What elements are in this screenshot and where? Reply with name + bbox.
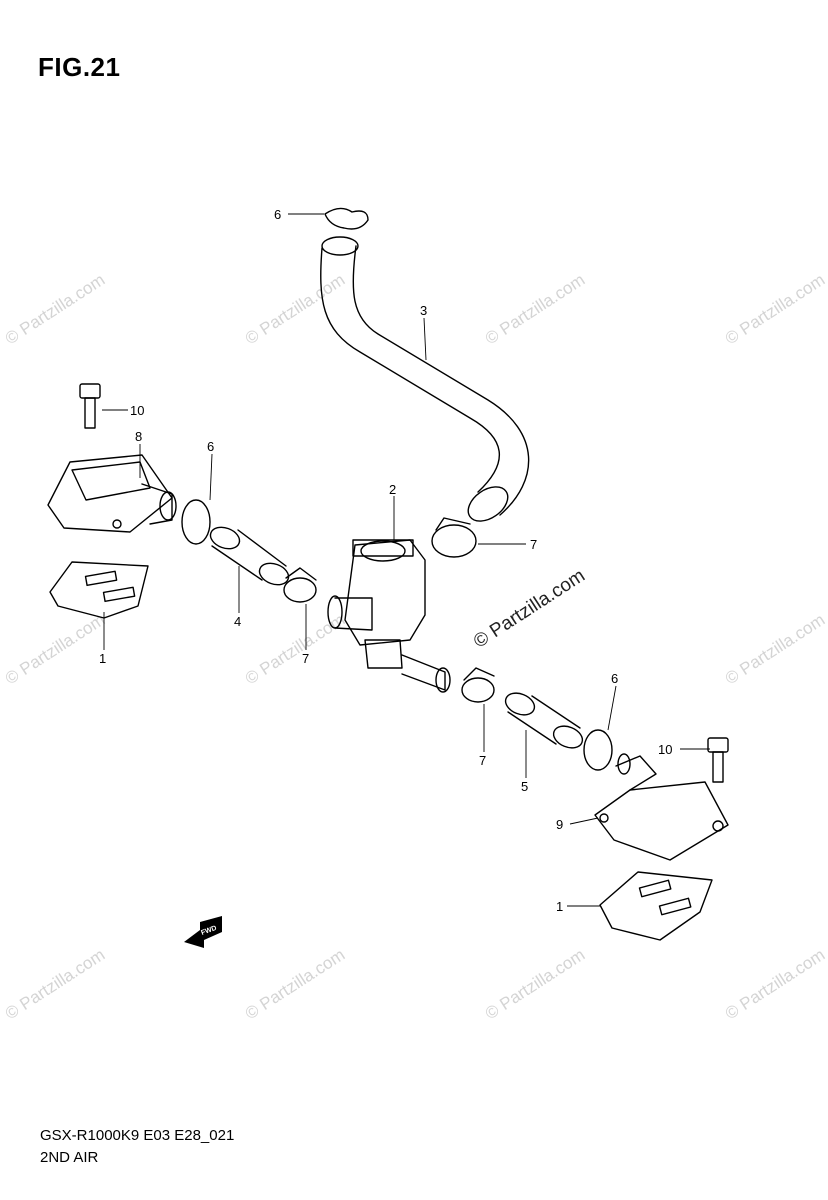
valve-2	[327, 539, 451, 693]
drawing-name: 2ND AIR	[40, 1149, 99, 1166]
reed-plate-1-left	[49, 561, 149, 619]
callout-7-lower: 7	[479, 753, 486, 768]
callout-3: 3	[420, 303, 427, 318]
hose-3	[320, 236, 530, 522]
watermark-layer: © Partzilla.com © Partzilla.com © Partzi…	[2, 270, 828, 1023]
drawing-code: GSX-R1000K9 E03 E28_021	[40, 1127, 235, 1144]
bolt-10-left	[79, 383, 101, 429]
clip-6-top	[324, 207, 369, 230]
watermark: © Partzilla.com	[242, 945, 348, 1023]
leader-lines	[102, 213, 710, 907]
clip-6-right	[583, 729, 613, 771]
watermark: © Partzilla.com	[2, 945, 108, 1023]
hose-4	[209, 526, 290, 586]
clip-6-left	[181, 499, 211, 545]
watermark: © Partzilla.com	[722, 945, 828, 1023]
callout-1-right: 1	[556, 899, 563, 914]
clamp-7-lower	[461, 667, 495, 703]
cover-9	[594, 753, 729, 861]
watermark: © Partzilla.com	[482, 270, 588, 348]
watermark: © Partzilla.com	[242, 610, 348, 688]
callout-10-right: 10	[658, 742, 672, 757]
figure-title: FIG.21	[38, 52, 121, 82]
bolt-10-right	[707, 737, 729, 783]
reed-plate-1-right	[599, 871, 713, 941]
watermark: © Partzilla.com	[242, 270, 348, 348]
callout-9: 9	[556, 817, 563, 832]
callout-7-upper: 7	[530, 537, 537, 552]
callout-2: 2	[389, 482, 396, 497]
callout-7-left: 7	[302, 651, 309, 666]
watermark: © Partzilla.com	[2, 270, 108, 348]
callout-6-left: 6	[207, 439, 214, 454]
callout-6-top: 6	[274, 207, 281, 222]
watermark: © Partzilla.com	[2, 610, 108, 688]
fwd-arrow-icon: FWD	[184, 916, 222, 948]
clamp-7-left	[283, 567, 317, 603]
callouts: 6 3 10 8 6 2 7 4 1 7 6 10 7 5 9 1	[99, 207, 672, 914]
callout-5: 5	[521, 779, 528, 794]
callout-1-left: 1	[99, 651, 106, 666]
callout-8: 8	[135, 429, 142, 444]
watermark: © Partzilla.com	[722, 270, 828, 348]
watermark: © Partzilla.com	[482, 945, 588, 1023]
callout-4: 4	[234, 614, 241, 629]
cover-8	[47, 454, 177, 533]
callout-10-left: 10	[130, 403, 144, 418]
watermark: © Partzilla.com	[722, 610, 828, 688]
hose-5	[504, 692, 584, 749]
clamp-7-upper	[431, 517, 477, 558]
callout-6-right: 6	[611, 671, 618, 686]
